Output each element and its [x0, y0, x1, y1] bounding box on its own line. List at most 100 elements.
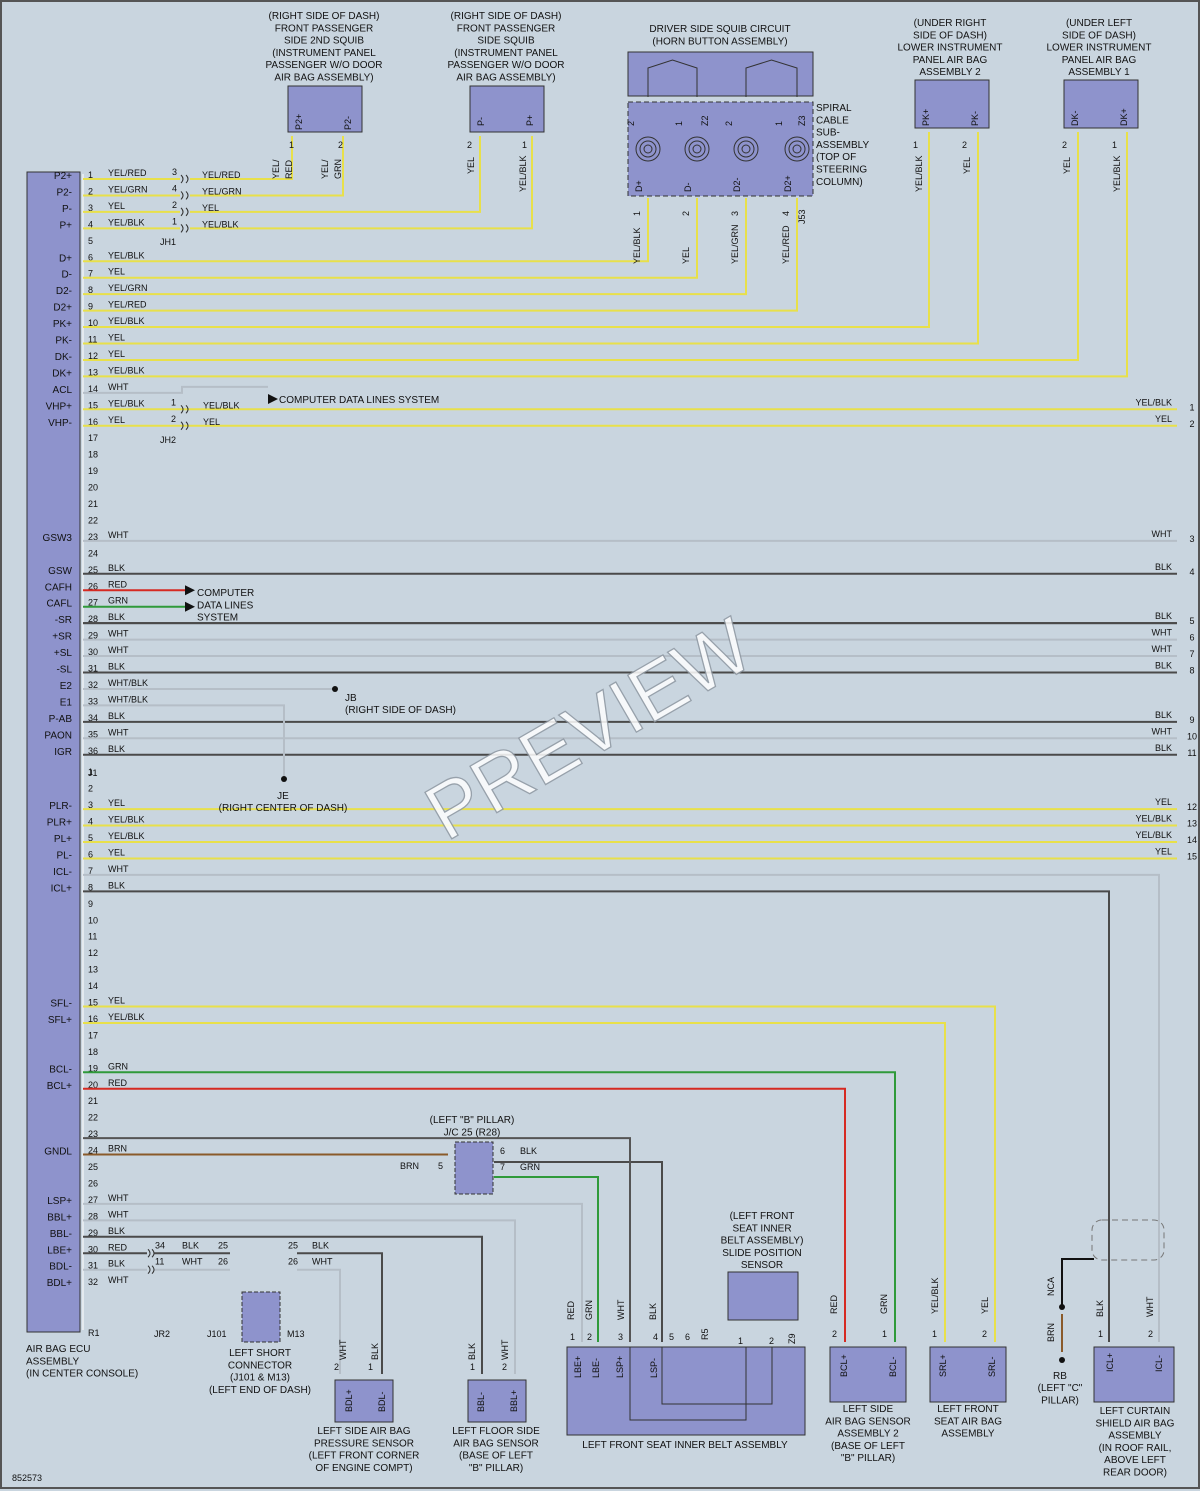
- jh2-wire-color-line: YEL: [203, 417, 220, 427]
- jh1-symbol: [180, 174, 189, 184]
- spiral-coil-ring: [788, 140, 806, 158]
- ecu-pin-number-line: 28: [88, 614, 98, 624]
- short-wire-color-line: WHT: [182, 1257, 203, 1267]
- belt-pin-num: 4: [653, 1332, 658, 1342]
- pin-num: 2: [1062, 140, 1067, 150]
- ecu-pin-number: 18: [88, 450, 98, 460]
- spiral-coil-ring: [688, 140, 706, 158]
- spiral-coil-icon: [784, 136, 810, 162]
- ecu-pin-name-+SL: +SL: [54, 648, 73, 659]
- rb-label: RB: [1053, 1371, 1067, 1382]
- ecu-wire-color: WHT: [108, 645, 129, 655]
- ecu-wire-color-line: RED: [108, 1078, 128, 1088]
- ecu-pin-name-E2-line: E2: [60, 681, 73, 692]
- jr2-pin-line: 11: [155, 1257, 164, 1267]
- belt-conn-label: R5: [700, 1328, 710, 1340]
- belt-pin-num: 2: [587, 1332, 592, 1342]
- output-number: 12: [1187, 802, 1197, 812]
- j101-label-line: J101: [207, 1329, 227, 1339]
- ecu-pin-number: 23: [88, 532, 98, 542]
- belt-pin-num-line: 1: [570, 1332, 575, 1342]
- pass2-pin-p2plus: P2+: [294, 114, 304, 130]
- ecu-pin-name-DK-: DK-: [55, 352, 72, 363]
- pin-num-line: 2: [338, 140, 343, 150]
- ecu-pin-number-line: 31: [88, 1261, 98, 1271]
- ecu-wire-color-line: GRN: [108, 1061, 128, 1071]
- ecu-pin-number: 13: [88, 367, 98, 377]
- output-number-line: 4: [1189, 567, 1194, 577]
- ecu-wire-color: YEL: [108, 415, 125, 425]
- ecu-pin-name-GSW3-line: GSW3: [43, 533, 73, 544]
- pin-num: 1: [470, 1362, 475, 1372]
- jr2-pin: 34: [155, 1240, 165, 1250]
- ecu-pin-number-line: 11: [88, 932, 97, 942]
- pass2-caption-line: (INSTRUMENT PANEL: [272, 48, 376, 59]
- spiral-coil-ring: [741, 144, 751, 154]
- srl-pin: SRL+: [938, 1354, 948, 1377]
- ecu-pin-name-D-: D-: [61, 270, 72, 281]
- output-number-line: 6: [1189, 633, 1194, 643]
- ecu-pin-name-VHP--line: VHP-: [48, 418, 72, 429]
- ecu-pin-number-line: 30: [88, 1244, 98, 1254]
- ecu-pin-name-CAFH: CAFH: [45, 582, 72, 593]
- ground-node: [1059, 1304, 1065, 1310]
- ecu-pin-name-ICL+-line: ICL+: [51, 883, 73, 894]
- ecu-pin-number: 2: [88, 186, 93, 196]
- wire-pin-27: [83, 1202, 583, 1342]
- belt-pin-num: 6: [685, 1332, 690, 1342]
- wire-bdl: [297, 1252, 383, 1374]
- knee-r-caption-line: PANEL AIR BAG: [913, 55, 988, 66]
- ecu-pin-number: 29: [88, 1228, 98, 1238]
- pin-num-line: 2: [962, 140, 967, 150]
- curtain-caption-line: SHIELD AIR BAG: [1096, 1418, 1175, 1429]
- ecu-pin-number: 3: [88, 800, 93, 810]
- ecu-wire-color-line: BLK: [108, 563, 125, 573]
- ecu-pin-number-line: 31: [88, 664, 98, 674]
- knee-l-box: [1063, 79, 1139, 129]
- wire-pin-10: [83, 132, 930, 329]
- ecu-pin-number-line: 3: [88, 800, 93, 810]
- pin-num: 2: [832, 1329, 837, 1339]
- knee-r-pin: PK+: [921, 109, 931, 126]
- output-number: 10: [1187, 731, 1197, 741]
- ecu-wire-color: YEL/GRN: [108, 283, 148, 293]
- ecu-wire-color: WHT/BLK: [108, 678, 148, 688]
- output-number-line: 15: [1187, 851, 1197, 861]
- ecu-pin-number: 31: [88, 664, 98, 674]
- wire-pin-20: [83, 1087, 846, 1342]
- pass1-box: [469, 85, 545, 133]
- ecu-wire-color-line: YEL/GRN: [108, 283, 148, 293]
- output-wire-color: WHT: [1152, 628, 1173, 638]
- j101-pin-line: 26: [218, 1257, 228, 1267]
- sensor-caption-line: BELT ASSEMBLY): [721, 1236, 804, 1247]
- output-number-line: 8: [1189, 666, 1194, 676]
- ecu-connector-j1-line: J1: [88, 768, 98, 778]
- ecu-pin-number-line: 32: [88, 1277, 98, 1287]
- belt-box: [566, 1346, 806, 1436]
- ecu-pin-number-line: 36: [88, 746, 98, 756]
- ecu-wire-color-line: YEL: [108, 333, 125, 343]
- output-number: 15: [1187, 851, 1197, 861]
- output-wire-color: BLK: [1155, 710, 1172, 720]
- ecu-wire-color: YEL/BLK: [108, 250, 145, 260]
- ecu-pin-number: 25: [88, 1162, 98, 1172]
- ecu-wire-color-line: RED: [108, 1242, 128, 1252]
- ecu-pin-number-line: 13: [88, 965, 98, 975]
- ecu-wire-color: RED: [108, 579, 128, 589]
- ecu-wire-color-line: YEL/BLK: [108, 1012, 145, 1022]
- ecu-wire-color-line: BLK: [108, 1226, 125, 1236]
- pin-num: 1: [932, 1329, 937, 1339]
- rb-caption-line: (LEFT "C": [1038, 1383, 1083, 1394]
- knee-l-caption-line: PANEL AIR BAG: [1062, 55, 1137, 66]
- short-conn-caption-line: (J101 & M13): [230, 1373, 290, 1384]
- output-wire-color: WHT: [1152, 726, 1173, 736]
- ecu-pin-name-P2--line: P2-: [56, 187, 72, 198]
- ecu-pin-number: 25: [88, 565, 98, 575]
- spiral-bottom-pin: 2: [681, 211, 691, 216]
- wire-pin-13: [83, 132, 1128, 378]
- ecu-pin-name-P+-line: P+: [59, 220, 72, 231]
- ecu-pin-number-line: 6: [88, 252, 93, 262]
- ecu-pin-name-ICL+: ICL+: [51, 883, 73, 894]
